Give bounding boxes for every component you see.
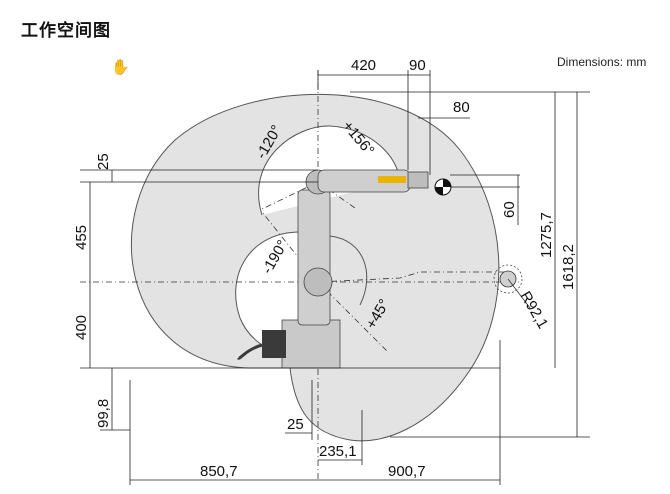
dim-left-455: 455 [73, 225, 90, 250]
robot-lower-arm [297, 189, 331, 326]
tcp-marker [434, 178, 452, 196]
dim-right-1275-7: 1275,7 [538, 212, 555, 258]
dim-left-400: 400 [73, 315, 90, 340]
dim-radius-92-1: R92,1 [517, 289, 552, 332]
dim-right-60: 60 [501, 201, 518, 218]
robot-base-connector [262, 330, 286, 358]
dim-top-80: 80 [453, 99, 470, 116]
page-title: 工作空间图 [21, 21, 111, 41]
robot-arm [236, 169, 429, 369]
link-line-a [259, 181, 319, 211]
dim-bottom-850-7: 850,7 [200, 463, 238, 480]
inner-arc-right [329, 235, 368, 306]
dim-left-99-8: 99,8 [95, 399, 112, 428]
robot-brand-stripe [378, 176, 406, 183]
hand-pointer-icon: ✋ [111, 58, 130, 76]
dim-bottom-900-7: 900,7 [388, 463, 426, 480]
robot-cable [236, 343, 263, 360]
dim-top-90: 90 [409, 57, 426, 74]
dim-bottom-25: 25 [287, 416, 304, 433]
robot-wrist [407, 171, 429, 189]
link-line-d [317, 181, 356, 209]
radius-circle [493, 264, 531, 309]
dim-right-1618-2: 1618,2 [560, 244, 577, 290]
dim-bottom-235-1: 235,1 [319, 443, 357, 460]
robot-base [281, 319, 341, 369]
reach-path-line [317, 271, 505, 283]
dim-left-25: 25 [95, 153, 112, 170]
units-label: Dimensions: mm [557, 55, 647, 69]
robot-joint-2 [303, 267, 333, 297]
dim-top-420: 420 [351, 57, 376, 74]
